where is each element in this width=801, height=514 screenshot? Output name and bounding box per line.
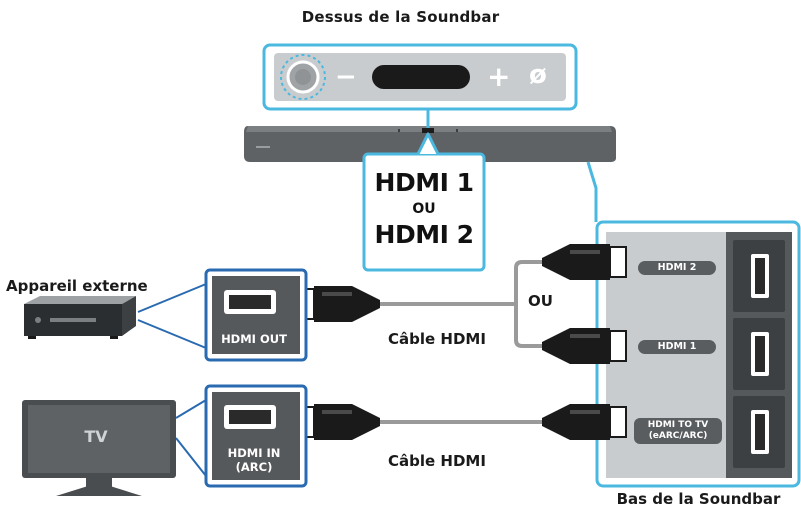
hdmi-in-panel	[175, 384, 308, 488]
highlight-ring	[280, 54, 326, 100]
volume-up-icon: +	[487, 60, 511, 93]
port-label-hdmi1: HDMI 1	[638, 340, 716, 354]
tv-icon	[22, 400, 176, 496]
port-label-hdmi2: HDMI 2	[638, 261, 716, 275]
hdmi-out-panel	[137, 268, 308, 362]
port-label-hdmi-to-tv: HDMI TO TV (eARC/ARC)	[634, 418, 722, 444]
external-device-label: Appareil externe	[6, 277, 148, 295]
external-device-icon	[24, 296, 136, 339]
hdmi-choice-label: HDMI 1 OU HDMI 2	[364, 154, 484, 270]
top-view-title: Dessus de la Soundbar	[301, 8, 500, 26]
hdmi-in-line2: (ARC)	[235, 460, 273, 474]
bottom-view-title: Bas de la Soundbar	[616, 490, 781, 508]
port-tv-line1: HDMI TO TV	[647, 420, 709, 430]
hdmi2-label: HDMI 2	[374, 220, 474, 249]
hdmi-plug-hdmi1	[542, 328, 627, 364]
soundbar-top-panel	[262, 43, 578, 111]
cable-label-top: Câble HDMI	[388, 330, 486, 348]
port-tv-line2: (eARC/ARC)	[648, 431, 708, 441]
hdmi-in-line1: HDMI IN	[227, 446, 281, 460]
hdmi-out-label: HDMI OUT	[221, 332, 287, 346]
mute-icon: ø	[529, 60, 547, 90]
power-button-inner	[295, 69, 311, 85]
cable-label-bottom: Câble HDMI	[388, 452, 486, 470]
hdmi-in-label: HDMI IN (ARC)	[209, 446, 299, 474]
hdmi-plug-tv-port	[542, 404, 627, 440]
hdmi-plug-in	[297, 404, 380, 440]
volume-down-icon: −	[335, 62, 357, 92]
or-label: OU	[528, 292, 553, 310]
or-label-small: OU	[412, 201, 436, 217]
hdmi-plug-out	[297, 286, 380, 322]
cables	[376, 260, 546, 424]
tv-label: TV	[84, 427, 108, 446]
hdmi1-label: HDMI 1	[374, 168, 474, 197]
display-window	[372, 65, 470, 89]
hdmi-plug-hdmi2	[542, 244, 627, 280]
